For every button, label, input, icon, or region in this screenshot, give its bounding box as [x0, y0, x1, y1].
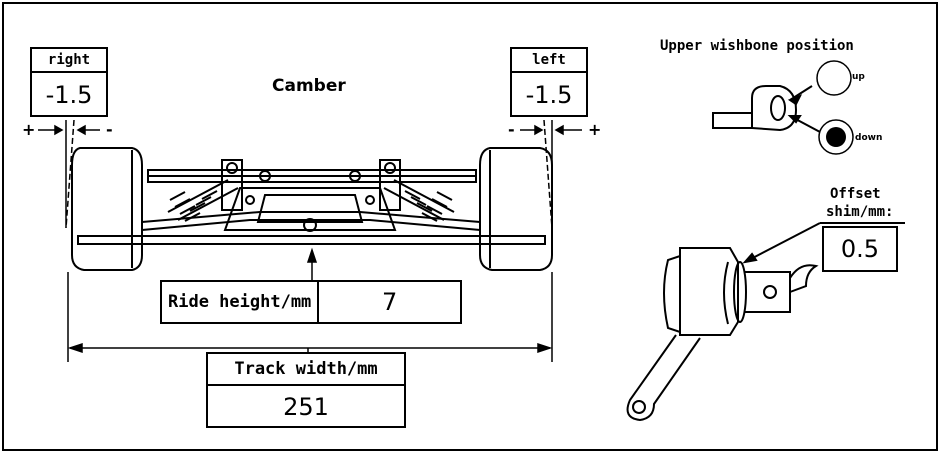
- camber-right-box: right -1.5: [30, 47, 108, 117]
- diagram-frame: [2, 2, 938, 451]
- wishbone-up-label: up: [852, 72, 865, 82]
- camber-left-box: left -1.5: [510, 47, 588, 117]
- track-width-label: Track width/mm: [208, 354, 404, 386]
- knuckle-sketch: [626, 222, 905, 422]
- camber-left-minus: -: [508, 120, 515, 139]
- chassis-plate: [77, 235, 546, 245]
- camber-right-minus: -: [106, 120, 113, 139]
- right-shock: [383, 179, 455, 222]
- track-width-box: Track width/mm 251: [206, 352, 406, 428]
- wishbone-up-circle: [816, 60, 852, 96]
- ride-height-value: 7: [382, 288, 398, 316]
- offset-shim-line2: shim/mm:: [826, 204, 894, 220]
- left-wheel: [71, 147, 143, 271]
- offset-shim-box: 0.5: [822, 226, 898, 272]
- left-shock: [167, 179, 239, 222]
- wishbone-down-label: down: [855, 133, 883, 143]
- wishbone-down-selected-dot: [826, 127, 846, 147]
- camber-right-label: right: [32, 49, 106, 73]
- camber-title: Camber: [272, 76, 346, 96]
- camber-right-plus: +: [22, 120, 36, 139]
- camber-left-value: -1.5: [525, 81, 573, 109]
- camber-left-plus: +: [588, 120, 602, 139]
- offset-shim-line1: Offset: [830, 186, 881, 202]
- camber-right-value: -1.5: [45, 81, 93, 109]
- right-wheel: [479, 147, 553, 271]
- camber-left-label: left: [512, 49, 586, 73]
- track-width-value: 251: [283, 393, 329, 421]
- wishbone-sketch: [712, 85, 821, 133]
- offset-shim-value: 0.5: [840, 235, 880, 263]
- wishbone-title: Upper wishbone position: [660, 38, 854, 54]
- ride-height-label: Ride height/mm: [162, 282, 320, 322]
- ride-height-field: Ride height/mm 7: [160, 280, 462, 324]
